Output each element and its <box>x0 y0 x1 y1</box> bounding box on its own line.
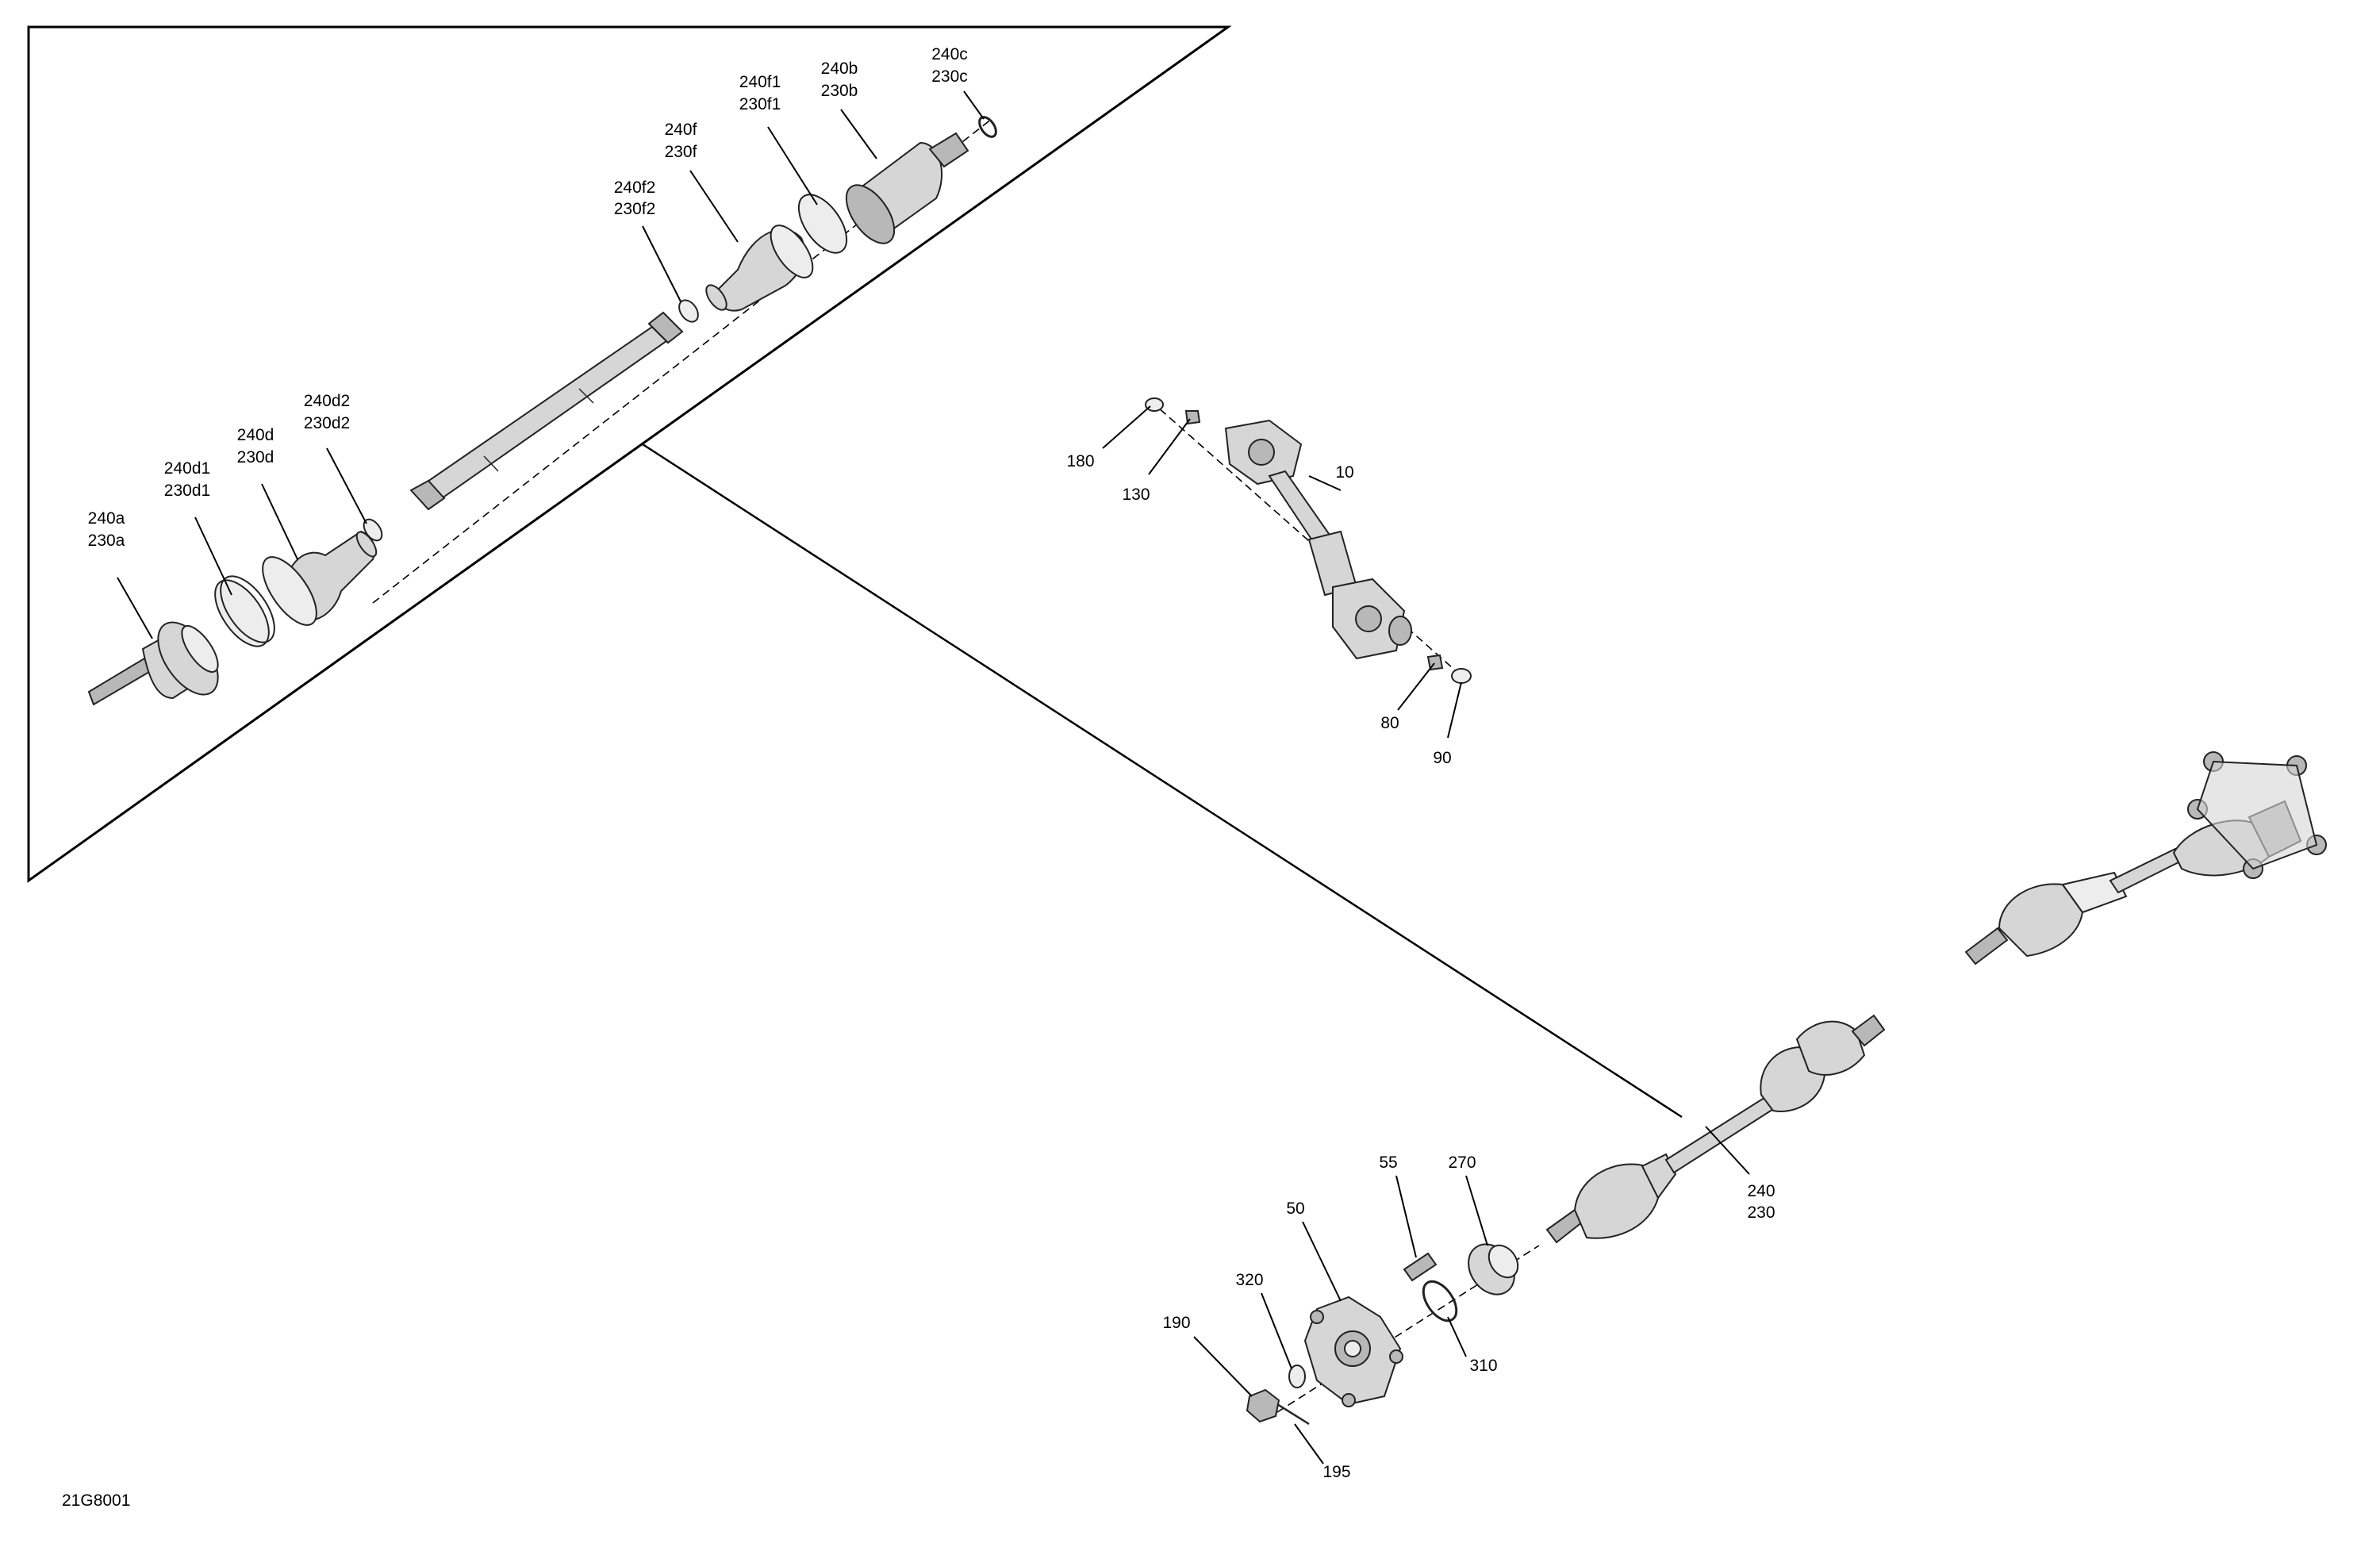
callout-270: 270 <box>1448 1154 1476 1172</box>
inner-clamp <box>797 194 848 254</box>
callout-230d2: 230d2 <box>304 414 350 432</box>
outer-small-clamp <box>363 518 383 542</box>
outer-cv-joint <box>87 621 219 706</box>
callout-240: 240 <box>1747 1182 1775 1200</box>
outer-boot <box>262 530 378 626</box>
inner-boot <box>705 225 814 312</box>
callout-320: 320 <box>1235 1271 1263 1289</box>
callout-240a: 240a <box>88 509 125 528</box>
inner-cv-joint <box>845 132 969 244</box>
callout-90: 90 <box>1433 749 1451 767</box>
inset-frame <box>27 25 1683 1119</box>
callout-130: 130 <box>1122 486 1150 504</box>
callout-50: 50 <box>1286 1200 1304 1218</box>
callout-230f2: 230f2 <box>614 200 656 218</box>
callout-190: 190 <box>1162 1314 1190 1332</box>
callout-240d1: 240d1 <box>164 459 210 478</box>
callout-55: 55 <box>1379 1154 1397 1172</box>
leader-lines <box>117 90 1750 1464</box>
callout-10: 10 <box>1335 463 1353 482</box>
callout-240d: 240d <box>237 426 274 444</box>
callout-240c: 240c <box>931 45 968 63</box>
assembled-half-shaft-right <box>1964 751 2327 965</box>
callout-80: 80 <box>1380 714 1399 732</box>
axle-shaft <box>409 311 684 511</box>
callout-230b: 230b <box>821 82 858 100</box>
callout-230d1: 230d1 <box>164 482 210 500</box>
inner-small-clamp <box>678 299 699 323</box>
circlip <box>978 116 997 138</box>
figure-code: 21G8001 <box>62 1491 130 1510</box>
callout-240d2: 240d2 <box>304 392 350 410</box>
callout-240f1: 240f1 <box>739 73 781 91</box>
inset-shaft-assembly <box>87 116 997 706</box>
callout-310: 310 <box>1469 1357 1497 1375</box>
callout-240f: 240f <box>665 121 697 139</box>
callout-labels: 240a 230a 240d1 230d1 240d 230d 240d2 23… <box>62 45 1775 1510</box>
callout-195: 195 <box>1322 1463 1350 1481</box>
propeller-shaft <box>1145 397 1472 684</box>
callout-180: 180 <box>1066 452 1094 470</box>
callout-230c: 230c <box>931 67 968 86</box>
callout-240f2: 240f2 <box>614 178 656 197</box>
callout-230d: 230d <box>237 448 274 466</box>
callout-230: 230 <box>1747 1203 1775 1222</box>
hub-knuckle-assembly <box>1246 1243 1540 1426</box>
assembled-half-shaft-middle <box>1545 1014 1886 1244</box>
outer-clamp <box>214 579 270 647</box>
callout-230f1: 230f1 <box>739 95 781 113</box>
callout-230a: 230a <box>88 532 125 550</box>
callout-230f: 230f <box>665 143 697 161</box>
callout-240b: 240b <box>821 60 858 78</box>
